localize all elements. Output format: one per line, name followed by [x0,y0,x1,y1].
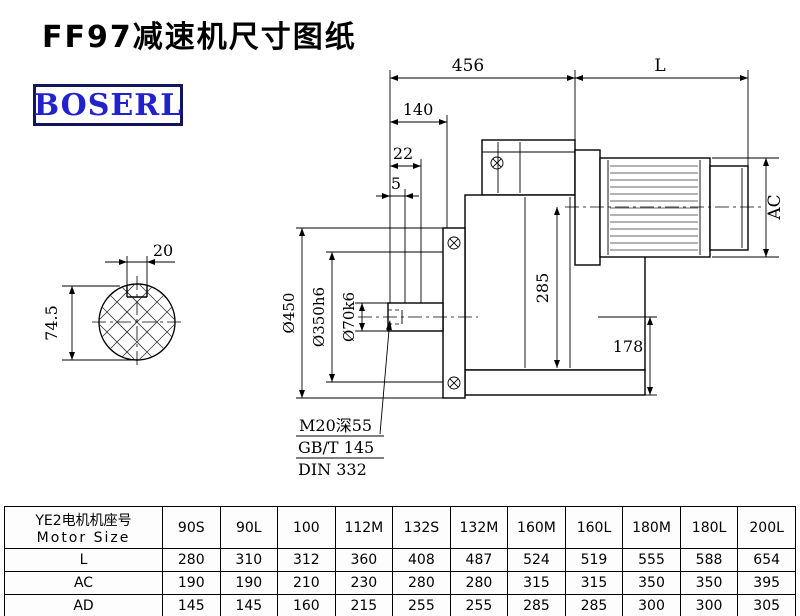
table-cell: 285 [564,594,624,616]
table-cell: 255 [392,594,451,616]
table-cell: 350 [622,571,681,595]
brand-logo-text: BOSERL [33,87,183,123]
table-col-header: 180L [679,506,739,549]
table-cell: 145 [162,594,221,616]
bolt-icon [490,156,504,170]
table-col-header: 160M [507,506,566,549]
table-cell: 555 [622,548,681,572]
dim-178-label: 178 [613,337,644,356]
table-cell: 408 [392,548,451,572]
table-cell: 215 [334,594,394,616]
dim-140: 140 [390,100,448,228]
table-col-header: 132M [449,506,509,549]
shaft-section-view [92,276,183,369]
dim-key-width: 20 [105,241,175,287]
dim-285-label: 285 [533,273,552,304]
dim-5-label: 5 [391,174,401,193]
table-row-AD: AD 145 145 160 215 255 255 285 285 300 3… [4,594,796,616]
brand-logo: BOSERL [33,84,183,126]
bolt-icon [447,236,461,250]
dim-22-label: 22 [393,144,413,163]
dim-74-5-label: 74.5 [42,305,61,341]
dim-AC: AC [712,157,785,258]
table-cell: 360 [334,548,394,572]
table-cell: 160 [277,594,336,616]
table-cell: 255 [449,594,509,616]
table-header-en: Motor Size [36,529,131,546]
table-col-header: 132S [392,506,451,549]
table-header-cell: YE2电机机座号 Motor Size [4,506,163,549]
note-tap-hole: M20深55 [299,416,372,435]
dim-flange-diameter: Ø450 [280,227,443,399]
table-cell: 487 [449,548,509,572]
table-row-L: L 280 310 312 360 408 487 524 519 555 58… [4,548,796,572]
table-cell: 280 [449,571,509,595]
table-cell: 280 [392,571,451,595]
shaft-end-notes: M20深55 GB/T 145 DIN 332 [296,320,392,479]
dim-178: 178 [598,316,657,396]
table-cell: 300 [679,594,739,616]
dim-456-label: 456 [452,56,484,76]
section-hatching [98,283,176,361]
dim-dia350-label: Ø350h6 [310,287,328,347]
table-cell: 315 [507,571,566,595]
bolt-icon [447,376,461,390]
row-label: AD [4,594,163,616]
dim-5: 5 [376,174,419,303]
table-cell: 519 [564,548,624,572]
page-title: FF97减速机尺寸图纸 [42,20,357,55]
table-cell: 315 [564,571,624,595]
table-row-AC: AC 190 190 210 230 280 280 315 315 350 3… [4,571,796,595]
dim-456: 456 [389,56,576,303]
dim-dia450-label: Ø450 [280,293,298,334]
table-cell: 310 [219,548,279,572]
table-col-header: 180M [622,506,681,549]
dim-20-label: 20 [153,241,173,260]
table-cell: 395 [737,571,796,595]
table-cell: 280 [162,548,221,572]
gearbox-dimension-drawing: 456 L 140 22 5 [42,56,785,479]
table-col-header: 112M [334,506,394,549]
table-cell: 230 [334,571,394,595]
table-cell: 190 [162,571,221,595]
dim-L-label: L [654,56,665,76]
table-cell: 654 [737,548,796,572]
table-cell: 350 [679,571,739,595]
table-header-row: YE2电机机座号 Motor Size 90S 90L 100 112M 132… [4,506,796,549]
table-cell: 190 [219,571,279,595]
row-label: L [4,548,163,572]
table-cell: 285 [507,594,566,616]
output-flange [442,227,466,399]
table-col-header: 100 [277,506,336,549]
note-standard-gb: GB/T 145 [298,438,374,457]
row-label: AC [4,571,163,595]
dim-shaft-diameter: Ø70k6 [340,292,388,342]
dim-spigot-diameter: Ø350h6 [310,251,443,383]
motor [574,149,749,266]
motor-size-table: YE2电机机座号 Motor Size 90S 90L 100 112M 132… [4,506,796,616]
table-cell: 210 [277,571,336,595]
dim-AC-label: AC [765,194,785,220]
motor-cooling-fins [610,165,698,251]
dim-key-height: 74.5 [42,285,137,361]
table-cell: 300 [622,594,681,616]
dim-dia70-label: Ø70k6 [340,292,358,342]
dim-285: 285 [533,207,560,368]
table-header-cn: YE2电机机座号 [35,512,132,529]
table-col-header: 200L [737,506,796,549]
table-col-header: 90L [219,506,279,549]
note-standard-din: DIN 332 [298,460,367,479]
gearbox-housing [464,139,646,396]
table-cell: 312 [277,548,336,572]
dim-L: L [575,56,749,166]
table-cell: 305 [737,594,796,616]
table-col-header: 160L [564,506,624,549]
table-cell: 588 [679,548,739,572]
table-cell: 145 [219,594,279,616]
table-col-header: 90S [162,506,221,549]
dim-22: 22 [390,144,422,303]
table-cell: 524 [507,548,566,572]
dim-140-label: 140 [403,100,434,119]
